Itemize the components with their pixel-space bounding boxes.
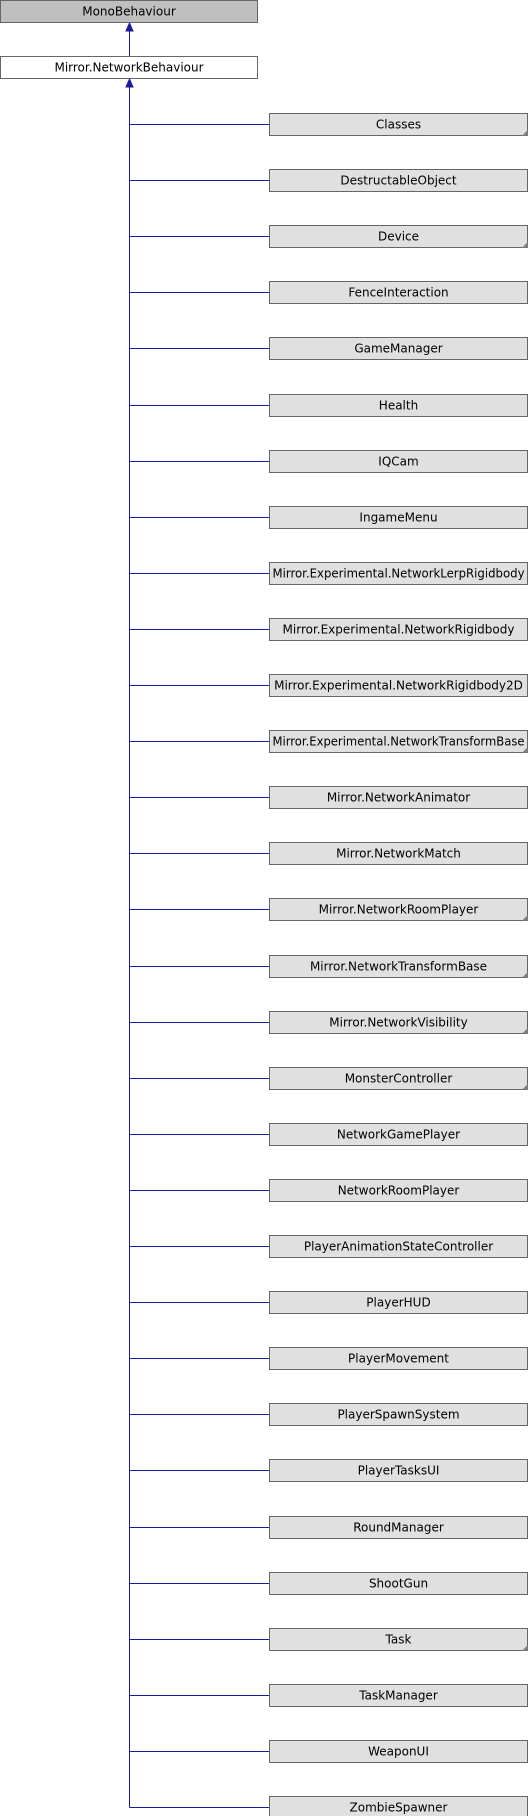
node-class[interactable]: FenceInteraction [269,281,528,304]
node-class[interactable]: Classes [269,113,528,136]
node-label: NetworkGamePlayer [337,1128,460,1142]
node-class[interactable]: IQCam [269,450,528,473]
node-class[interactable]: Mirror.Experimental.NetworkLerpRigidbody [269,562,528,585]
node-class[interactable]: NetworkGamePlayer [269,1123,528,1146]
node-class[interactable]: Mirror.NetworkAnimator [269,786,528,809]
node-class[interactable]: MonsterController [269,1067,528,1090]
node-class[interactable]: Mirror.Experimental.NetworkRigidbody [269,618,528,641]
node-class[interactable]: Task [269,1628,528,1651]
node-label: Mirror.NetworkMatch [336,847,461,861]
node-label: DestructableObject [340,174,456,188]
arrowhead-icon [125,77,134,88]
node-label: Mirror.NetworkBehaviour [54,61,203,75]
node-label: ShootGun [369,1577,428,1591]
node-label: Mirror.NetworkRoomPlayer [319,903,479,917]
node-label: ZombieSpawner [350,1801,448,1815]
node-label: Device [378,230,419,244]
node-label: Mirror.Experimental.NetworkRigidbody [283,623,515,637]
node-label: MonoBehaviour [82,5,176,19]
node-class[interactable]: Mirror.Experimental.NetworkRigidbody2D [269,674,528,697]
node-class[interactable]: TaskManager [269,1684,528,1707]
node-label: MonsterController [345,1072,453,1086]
node-class[interactable]: PlayerSpawnSystem [269,1403,528,1426]
inheritance-edges [125,21,270,1808]
node-monobehaviour[interactable]: MonoBehaviour [0,0,258,23]
node-class[interactable]: PlayerTasksUI [269,1459,528,1482]
node-label: Task [385,1633,412,1647]
arrowhead-icon [125,21,134,32]
node-label: GameManager [354,342,442,356]
node-class[interactable]: PlayerAnimationStateController [269,1235,528,1258]
node-class[interactable]: Mirror.NetworkTransformBase [269,955,528,978]
node-mirror-networkbehaviour[interactable]: Mirror.NetworkBehaviour [0,56,258,79]
node-label: IQCam [378,455,418,469]
derived-class-nodes: ClassesDestructableObjectDeviceFenceInte… [269,113,528,1816]
node-label: PlayerSpawnSystem [337,1408,459,1422]
node-class[interactable]: ShootGun [269,1572,528,1595]
node-class[interactable]: PlayerMovement [269,1347,528,1370]
node-class[interactable]: Device [269,225,528,248]
node-label: FenceInteraction [348,286,448,300]
node-class[interactable]: WeaponUI [269,1740,528,1763]
node-class[interactable]: Mirror.NetworkMatch [269,842,528,865]
node-label: Health [379,399,418,413]
node-label: PlayerHUD [366,1296,430,1310]
node-class[interactable]: RoundManager [269,1516,528,1539]
node-label: Classes [376,118,421,132]
node-label: Mirror.Experimental.NetworkTransformBase [273,735,525,749]
node-class[interactable]: Health [269,394,528,417]
node-label: IngameMenu [359,511,437,525]
node-class[interactable]: ZombieSpawner [269,1796,528,1816]
node-label: PlayerTasksUI [358,1464,440,1478]
node-class[interactable]: NetworkRoomPlayer [269,1179,528,1202]
node-class[interactable]: IngameMenu [269,506,528,529]
node-class[interactable]: Mirror.NetworkVisibility [269,1011,528,1034]
node-label: Mirror.Experimental.NetworkRigidbody2D [274,679,523,693]
node-class[interactable]: DestructableObject [269,169,528,192]
node-label: TaskManager [358,1689,438,1703]
node-label: WeaponUI [368,1745,429,1759]
node-class[interactable]: Mirror.Experimental.NetworkTransformBase [269,730,528,753]
node-label: Mirror.Experimental.NetworkLerpRigidbody [273,567,525,581]
node-label: Mirror.NetworkAnimator [327,791,470,805]
node-class[interactable]: GameManager [269,337,528,360]
node-label: PlayerAnimationStateController [304,1240,493,1254]
node-label: Mirror.NetworkTransformBase [310,960,487,974]
node-label: RoundManager [353,1521,444,1535]
node-label: NetworkRoomPlayer [338,1184,460,1198]
node-class[interactable]: PlayerHUD [269,1291,528,1314]
node-label: Mirror.NetworkVisibility [329,1016,467,1030]
node-label: PlayerMovement [348,1352,449,1366]
node-class[interactable]: Mirror.NetworkRoomPlayer [269,898,528,921]
